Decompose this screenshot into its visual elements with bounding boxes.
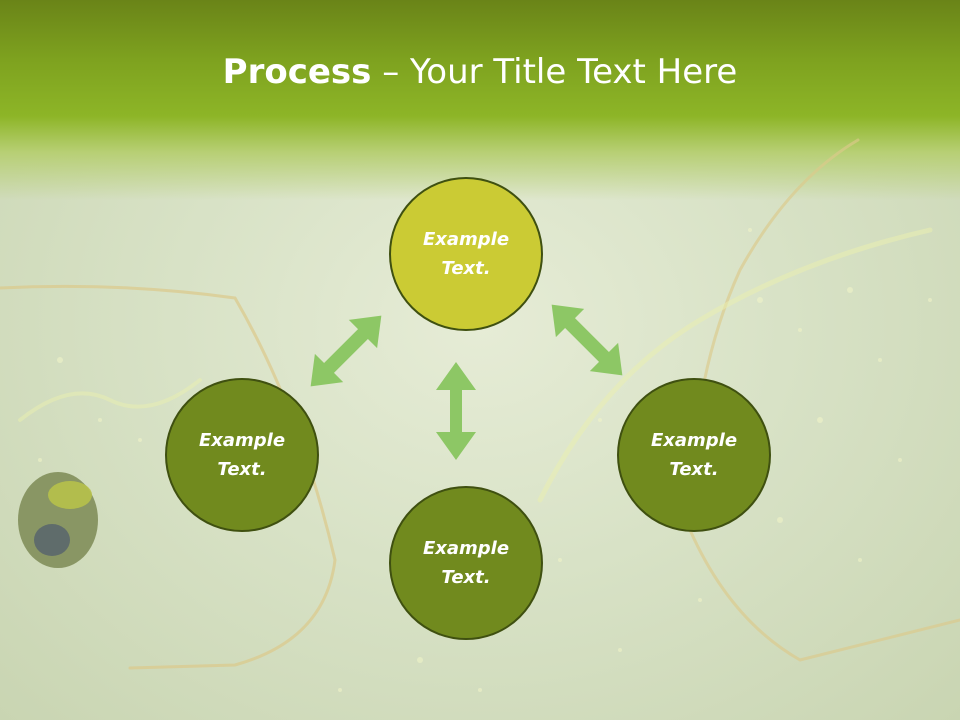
node-label-line2: Text. (669, 459, 719, 480)
water-splash (537, 227, 933, 503)
header-band (0, 0, 960, 200)
process-node-top: Example Text. (389, 177, 543, 331)
node-label-line1: Example (422, 229, 510, 250)
node-label-line2: Text. (441, 567, 491, 588)
process-node-bottom: Example Text. (389, 486, 543, 640)
process-node-left: Example Text. (165, 378, 319, 532)
double-arrow-icon (436, 362, 476, 460)
node-label-line2: Text. (441, 258, 491, 279)
left-water-splash (18, 378, 202, 422)
fish-illustration (18, 472, 98, 568)
process-node-right: Example Text. (617, 378, 771, 532)
title-rest: Your Title Text Here (410, 52, 738, 92)
title-dash: – (371, 52, 411, 92)
slide-title: Process – Your Title Text Here (0, 52, 960, 92)
node-label-line1: Example (650, 430, 738, 451)
node-label-line2: Text. (217, 459, 267, 480)
node-label-line1: Example (198, 430, 286, 451)
title-bold: Process (222, 52, 372, 92)
node-label-line1: Example (422, 538, 510, 559)
water-droplets (38, 228, 932, 692)
double-arrow-icon (551, 304, 623, 376)
double-arrow-icon (310, 315, 382, 387)
